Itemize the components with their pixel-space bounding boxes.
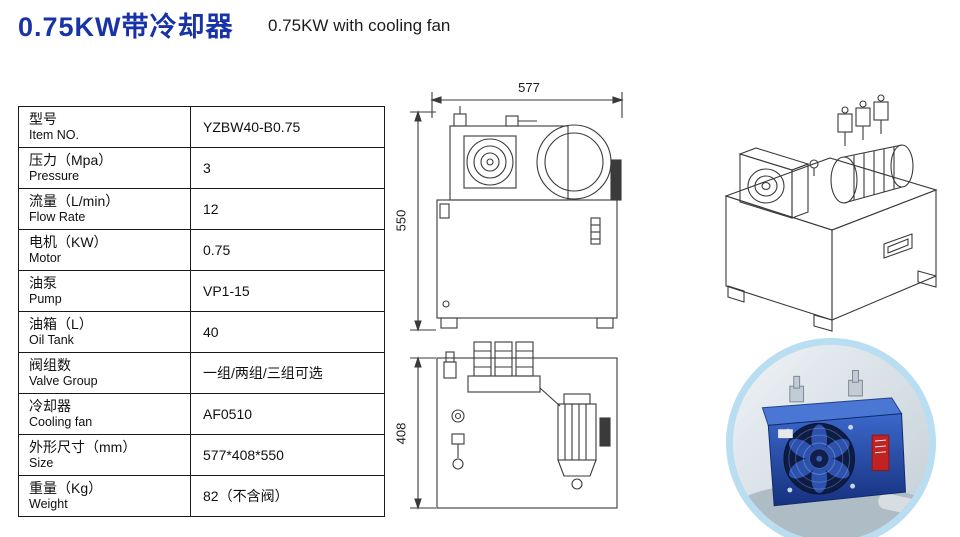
spec-value: AF0510 bbox=[190, 393, 385, 435]
spec-label-en: Size bbox=[29, 456, 54, 470]
spec-label-en: Item NO. bbox=[29, 128, 80, 142]
spec-label-zh: 压力（Mpa） bbox=[29, 152, 113, 168]
spec-label-cell: 外形尺寸（mm） Size bbox=[18, 434, 191, 476]
spec-value: VP1-15 bbox=[190, 270, 385, 312]
table-row: 外形尺寸（mm） Size 577*408*550 bbox=[18, 434, 385, 476]
dim-depth-label: 408 bbox=[393, 422, 409, 445]
spec-label-cell: 压力（Mpa） Pressure bbox=[18, 147, 191, 189]
spec-label-cell: 油泵 Pump bbox=[18, 270, 191, 312]
spec-label-en: Valve Group bbox=[29, 374, 98, 388]
spec-value: 12 bbox=[190, 188, 385, 230]
spec-label-en: Weight bbox=[29, 497, 68, 511]
spec-label-zh: 流量（L/min） bbox=[29, 193, 120, 209]
spec-label-zh: 油箱（L） bbox=[29, 316, 93, 332]
page-subtitle: 0.75KW with cooling fan bbox=[268, 16, 451, 35]
top-view-svg bbox=[410, 341, 618, 510]
spec-label-en: Flow Rate bbox=[29, 210, 86, 224]
spec-label-cell: 流量（L/min） Flow Rate bbox=[18, 188, 191, 230]
spec-label-cell: 油箱（L） Oil Tank bbox=[18, 311, 191, 353]
spec-label-cell: 冷却器 Cooling fan bbox=[18, 393, 191, 435]
top-view-drawing bbox=[388, 338, 628, 537]
spec-label-zh: 外形尺寸（mm） bbox=[29, 439, 137, 455]
front-view-drawing bbox=[388, 78, 628, 343]
front-view-svg bbox=[410, 92, 624, 332]
spec-value: 82（不含阀） bbox=[190, 475, 385, 517]
spec-label-en: Pump bbox=[29, 292, 62, 306]
table-row: 型号 Item NO. YZBW40-B0.75 bbox=[18, 106, 385, 148]
isometric-drawing bbox=[688, 58, 960, 348]
spec-label-cell: 电机（KW） Motor bbox=[18, 229, 191, 271]
spec-value: 0.75 bbox=[190, 229, 385, 271]
spec-label-zh: 冷却器 bbox=[29, 398, 71, 414]
spec-label-en: Cooling fan bbox=[29, 415, 93, 429]
photo-svg bbox=[733, 345, 929, 537]
spec-label-zh: 型号 bbox=[29, 111, 57, 127]
spec-label-zh: 重量（Kg） bbox=[29, 480, 103, 496]
page-title: 0.75KW带冷却器 bbox=[18, 12, 234, 42]
spec-label-zh: 阀组数 bbox=[29, 357, 71, 373]
dim-height-label: 550 bbox=[393, 209, 409, 232]
table-row: 冷却器 Cooling fan AF0510 bbox=[18, 393, 385, 435]
spec-value: 一组/两组/三组可选 bbox=[190, 352, 385, 394]
table-row: 电机（KW） Motor 0.75 bbox=[18, 229, 385, 271]
spec-label-en: Oil Tank bbox=[29, 333, 74, 347]
dim-width-label: 577 bbox=[518, 80, 540, 95]
spec-label-en: Pressure bbox=[29, 169, 80, 183]
spec-label-cell: 阀组数 Valve Group bbox=[18, 352, 191, 394]
table-row: 压力（Mpa） Pressure 3 bbox=[18, 147, 385, 189]
table-row: 油泵 Pump VP1-15 bbox=[18, 270, 385, 312]
spec-value: 3 bbox=[190, 147, 385, 189]
table-row: 重量（Kg） Weight 82（不含阀） bbox=[18, 475, 385, 517]
table-row: 油箱（L） Oil Tank 40 bbox=[18, 311, 385, 353]
spec-label-cell: 重量（Kg） Weight bbox=[18, 475, 191, 517]
spec-label-zh: 电机（KW） bbox=[29, 234, 108, 250]
product-photo bbox=[726, 338, 936, 537]
spec-value: 577*408*550 bbox=[190, 434, 385, 476]
table-row: 阀组数 Valve Group 一组/两组/三组可选 bbox=[18, 352, 385, 394]
spec-label-zh: 油泵 bbox=[29, 275, 57, 291]
spec-label-cell: 型号 Item NO. bbox=[18, 106, 191, 148]
spec-value: YZBW40-B0.75 bbox=[190, 106, 385, 148]
spec-value: 40 bbox=[190, 311, 385, 353]
table-row: 流量（L/min） Flow Rate 12 bbox=[18, 188, 385, 230]
spec-label-en: Motor bbox=[29, 251, 61, 265]
isometric-svg bbox=[724, 94, 938, 332]
spec-table: 型号 Item NO. YZBW40-B0.75 压力（Mpa） Pressur… bbox=[18, 106, 385, 517]
